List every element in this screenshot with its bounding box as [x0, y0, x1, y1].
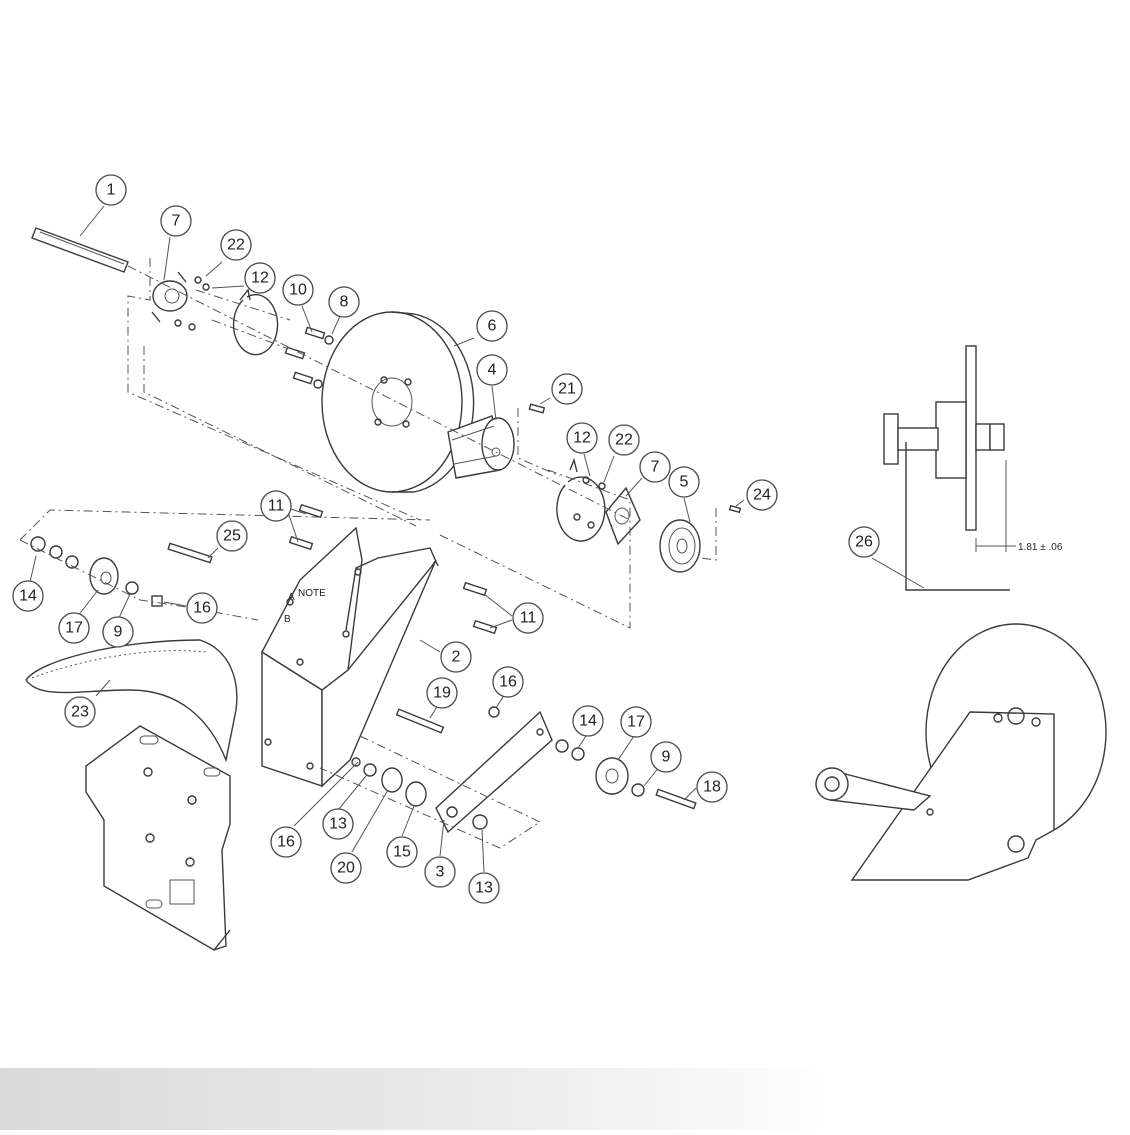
svg-text:11: 11 [520, 610, 537, 627]
svg-text:9: 9 [662, 749, 671, 766]
callout-22-right: 22 [608, 424, 640, 456]
part-arm-3 [435, 710, 553, 834]
callout-4: 4 [476, 354, 508, 386]
svg-text:12: 12 [573, 430, 591, 447]
svg-text:11: 11 [268, 498, 285, 515]
svg-text:24: 24 [753, 487, 771, 504]
callout-8: 8 [328, 286, 360, 318]
part-main-frame [261, 526, 439, 788]
callout-16-mid: 16 [492, 666, 524, 698]
part-idler-stack-right [555, 739, 697, 810]
svg-text:18: 18 [703, 779, 721, 796]
callout-10: 10 [282, 274, 314, 306]
callout-12-left: 12 [244, 262, 276, 294]
callout-25: 25 [216, 520, 248, 552]
callout-24: 24 [746, 479, 778, 511]
svg-text:21: 21 [558, 381, 576, 398]
svg-text:7: 7 [172, 213, 181, 230]
part-idler-stack-left [30, 536, 163, 607]
svg-text:14: 14 [579, 713, 597, 730]
leader-lines [29, 205, 925, 873]
callout-26: 26 [848, 526, 880, 558]
callout-17-right: 17 [620, 706, 652, 738]
bottom-shadow [0, 1068, 1130, 1130]
callout-3: 3 [424, 856, 456, 888]
callout-12-right: 12 [566, 422, 598, 454]
part-large-disc [321, 311, 475, 493]
part-bolts-10 [284, 326, 334, 389]
svg-text:20: 20 [337, 860, 355, 877]
point-b-label: B [284, 614, 291, 625]
callout-17-left: 17 [58, 612, 90, 644]
svg-text:15: 15 [393, 844, 411, 861]
svg-text:8: 8 [340, 294, 349, 311]
svg-text:12: 12 [251, 270, 269, 287]
svg-text:10: 10 [289, 282, 307, 299]
callout-11-lower: 11 [512, 602, 544, 634]
part-bearing-flange-left [151, 271, 188, 323]
svg-text:4: 4 [488, 362, 497, 379]
svg-text:1: 1 [107, 182, 116, 199]
part-retaining-ring-left [232, 288, 279, 356]
callout-9-right: 9 [650, 741, 682, 773]
callout-21: 21 [551, 373, 583, 405]
svg-text:17: 17 [627, 714, 645, 731]
svg-text:3: 3 [436, 864, 445, 881]
svg-text:7: 7 [651, 459, 660, 476]
callout-11-upper: 11 [260, 490, 292, 522]
part-mounting-plate [85, 725, 231, 951]
callout-7-right: 7 [639, 451, 671, 483]
svg-text:22: 22 [227, 237, 245, 254]
callout-20: 20 [330, 852, 362, 884]
callout-16-left: 16 [186, 592, 218, 624]
callout-23: 23 [64, 696, 96, 728]
callout-22-left: 22 [220, 229, 252, 261]
callout-16-lower: 16 [270, 826, 302, 858]
svg-text:26: 26 [855, 534, 873, 551]
svg-text:22: 22 [615, 432, 633, 449]
part-spacer-15 [405, 781, 427, 807]
svg-text:2: 2 [452, 649, 461, 666]
note-label: NOTE [298, 588, 326, 599]
part-spacer-20 [381, 767, 403, 793]
callout-6: 6 [476, 310, 508, 342]
callout-5: 5 [668, 466, 700, 498]
dimension-label: 1.81 ± .06 [1018, 542, 1063, 553]
svg-text:6: 6 [488, 318, 497, 335]
svg-text:13: 13 [329, 816, 347, 833]
svg-text:13: 13 [475, 880, 493, 897]
part-pulley-5 [659, 519, 701, 573]
svg-text:5: 5 [680, 474, 689, 491]
svg-text:19: 19 [433, 685, 451, 702]
perspective-view [815, 623, 1107, 881]
callout-9-left: 9 [102, 616, 134, 648]
svg-text:16: 16 [277, 834, 295, 851]
svg-text:17: 17 [65, 620, 83, 637]
svg-text:9: 9 [114, 624, 123, 641]
svg-text:16: 16 [193, 600, 211, 617]
callout-2: 2 [440, 641, 472, 673]
callout-13-right: 13 [468, 872, 500, 904]
callout-14-left: 14 [12, 580, 44, 612]
callout-19: 19 [426, 677, 458, 709]
callout-18: 18 [696, 771, 728, 803]
callout-15: 15 [386, 836, 418, 868]
callout-14-right: 14 [572, 705, 604, 737]
part-shaft [31, 227, 129, 273]
point-a-label: A [288, 592, 295, 603]
side-view [883, 345, 1016, 591]
svg-text:14: 14 [19, 588, 37, 605]
svg-text:23: 23 [71, 704, 89, 721]
callout-13-left: 13 [322, 808, 354, 840]
callout-1: 1 [95, 174, 127, 206]
svg-text:16: 16 [499, 674, 517, 691]
assembly-lines-upper [127, 258, 717, 629]
callout-7-left: 7 [160, 205, 192, 237]
svg-text:25: 25 [223, 528, 241, 545]
part-belt [25, 639, 238, 763]
